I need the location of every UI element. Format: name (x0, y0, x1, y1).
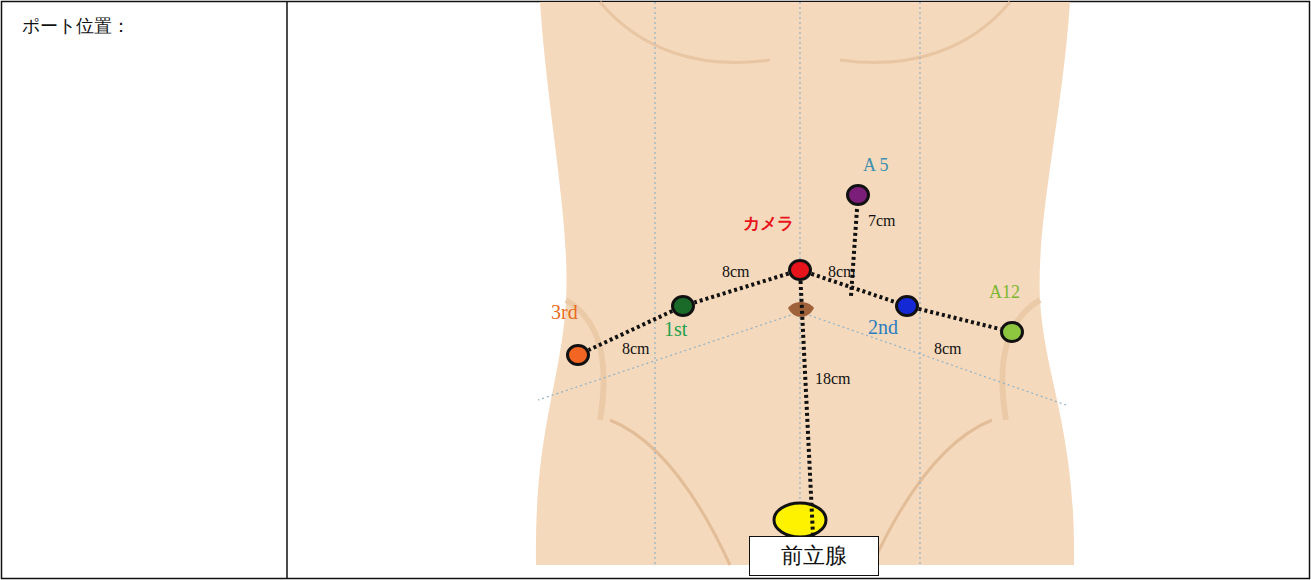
distance-line (801, 281, 813, 536)
cell-heading: ポート位置： (22, 14, 130, 38)
table-divider (286, 2, 288, 579)
port-label: A12 (989, 282, 1020, 303)
port-circle: 3rd (566, 344, 590, 366)
dimension-label: 8cm (828, 263, 856, 281)
guide-line (800, 312, 1066, 405)
leader-line (851, 209, 857, 296)
port-circle: A12 (1000, 321, 1024, 343)
port-circle: A 5 (846, 184, 870, 206)
port-label: 3rd (551, 301, 578, 324)
guide-line (538, 312, 800, 400)
dimension-label: 8cm (622, 340, 650, 358)
organ-label: 前立腺 (781, 543, 847, 568)
distance-line (919, 309, 1001, 329)
organ-label-box: 前立腺 (749, 536, 879, 576)
guide-line (919, 2, 920, 565)
dimension-label: 18cm (815, 370, 851, 388)
port-label: A 5 (863, 155, 889, 176)
port-label: カメラ (743, 212, 794, 235)
port-circle: 2nd (895, 295, 919, 317)
guide-line (654, 2, 655, 565)
port-label: 2nd (868, 316, 898, 339)
torso (536, 2, 1074, 565)
port-circle: 1st (671, 295, 695, 317)
umbilicus (788, 302, 814, 317)
dimension-label: 7cm (868, 212, 896, 230)
dimension-label: 8cm (934, 340, 962, 358)
port-label: 1st (664, 318, 687, 341)
prostate-mark (774, 503, 826, 537)
port-circle: カメラ (788, 259, 812, 281)
chest-contour (600, 2, 1010, 63)
dimension-label: 8cm (722, 263, 750, 281)
